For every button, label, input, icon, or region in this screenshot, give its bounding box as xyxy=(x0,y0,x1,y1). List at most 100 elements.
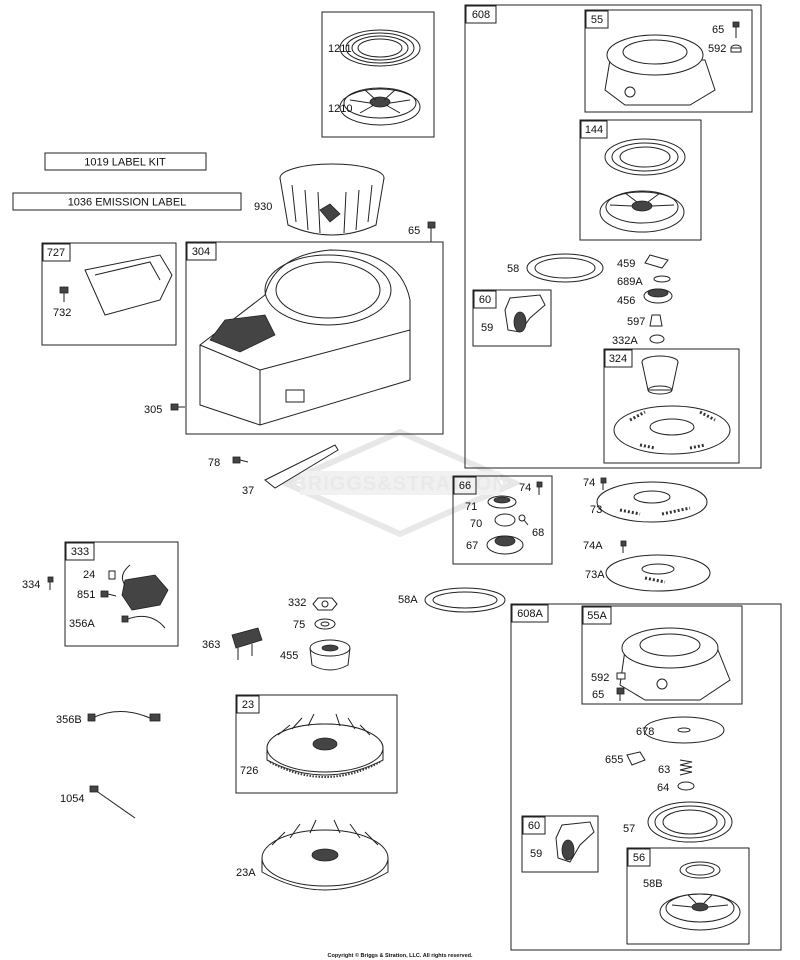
screw-74-part xyxy=(600,477,607,490)
label-592-top: 592 xyxy=(708,43,726,55)
box-727[interactable]: 727 732 xyxy=(41,242,177,346)
label-592-lower: 592 xyxy=(591,672,609,684)
box-304[interactable]: 304 65 xyxy=(185,221,444,435)
screw-74a-part xyxy=(620,540,627,553)
screw-74-66-part xyxy=(536,481,543,495)
label-73a: 73A xyxy=(585,569,605,581)
screen-73a-part xyxy=(605,554,711,592)
label-37: 37 xyxy=(242,485,254,497)
label-305: 305 xyxy=(144,404,162,416)
screw-305-part xyxy=(170,403,185,411)
emission-label-text: 1036 EMISSION LABEL xyxy=(68,197,187,209)
box-23[interactable]: 23 726 xyxy=(235,694,398,794)
box-56[interactable]: 56 58B xyxy=(626,847,750,945)
label-732: 732 xyxy=(53,307,71,319)
rewind-spring-box[interactable]: 1211 1210 xyxy=(321,11,435,138)
screen-324-part xyxy=(613,405,731,455)
label-597: 597 xyxy=(627,316,645,328)
screw-334-part xyxy=(47,576,54,590)
pulley-144-part xyxy=(599,190,685,233)
spring-58-part xyxy=(526,253,604,283)
label-851: 851 xyxy=(77,589,95,601)
starter-cup-67-part xyxy=(486,535,524,555)
box-label-55a: 55A xyxy=(587,610,607,622)
box-66[interactable]: 66 74 71 70 68 67 xyxy=(452,475,553,565)
label-65-housing: 65 xyxy=(408,225,420,237)
pawl-655-part xyxy=(626,751,646,766)
label-74-cup: 74 xyxy=(519,482,531,494)
box-608[interactable]: 608 xyxy=(464,4,762,469)
label-63: 63 xyxy=(658,764,670,776)
retainer-689a-part xyxy=(653,275,671,283)
spring-70-part xyxy=(494,513,516,527)
screw-732-part xyxy=(59,286,69,302)
spring-57-part xyxy=(647,801,733,843)
clip-24-part xyxy=(108,570,116,580)
label-332: 332 xyxy=(288,597,306,609)
screw-65a-part xyxy=(616,687,625,701)
label-23a: 23A xyxy=(236,867,256,879)
box-60-lower[interactable]: 60 59 xyxy=(521,815,599,873)
label-59-lower: 59 xyxy=(530,848,542,860)
wire-356b-part xyxy=(87,711,161,722)
pulley-1210-part xyxy=(339,87,421,126)
box-label-56: 56 xyxy=(633,852,645,864)
handle-59-part xyxy=(504,294,546,333)
label-655: 655 xyxy=(605,754,623,766)
label-58a: 58A xyxy=(398,594,418,606)
emission-label-box[interactable]: 1036 EMISSION LABEL xyxy=(12,192,242,211)
box-55a[interactable]: 55A 592 65 xyxy=(581,605,743,705)
plate-678-part xyxy=(643,716,725,744)
washer-75-part xyxy=(314,618,336,630)
label-726: 726 xyxy=(240,765,258,777)
screw-851-part xyxy=(100,590,117,598)
label-334: 334 xyxy=(22,579,40,591)
label-363: 363 xyxy=(202,639,220,651)
screw-78-part xyxy=(232,456,249,464)
box-333[interactable]: 333 24 851 356A xyxy=(64,541,179,647)
label-58b: 58B xyxy=(643,878,663,890)
label-65-top: 65 xyxy=(712,24,724,36)
cup-71-part xyxy=(487,495,517,509)
cup-455-part xyxy=(309,639,351,671)
cup-456-part xyxy=(643,288,673,304)
label-67: 67 xyxy=(466,540,478,552)
label-332a: 332A xyxy=(612,335,638,347)
copyright-text: Copyright © Briggs & Stratton, LLC. All … xyxy=(327,952,473,959)
flywheel-23a-part xyxy=(261,819,389,891)
pulley-56-part xyxy=(659,893,741,931)
ratchet-68-part xyxy=(518,514,529,526)
label-78: 78 xyxy=(208,457,220,469)
box-608a[interactable]: 608A xyxy=(510,603,782,951)
nut-332-part xyxy=(312,597,338,611)
washer-64-part xyxy=(677,781,695,791)
label-kit-text: 1019 LABEL KIT xyxy=(84,157,166,169)
blower-housing-55a-part xyxy=(619,627,731,701)
label-75: 75 xyxy=(293,619,305,631)
rotating-screen-930-part xyxy=(279,163,385,236)
label-kit-box[interactable]: 1019 LABEL KIT xyxy=(44,152,207,171)
blower-housing-55-part xyxy=(604,34,716,106)
nut-592-part xyxy=(730,44,742,53)
label-65-lower: 65 xyxy=(592,689,604,701)
label-74: 74 xyxy=(583,477,595,489)
label-59-top: 59 xyxy=(481,322,493,334)
box-324[interactable]: 324 xyxy=(603,348,740,464)
label-70: 70 xyxy=(470,518,482,530)
label-356b: 356B xyxy=(56,714,82,726)
box-label-60: 60 xyxy=(479,294,491,306)
screw-65-part xyxy=(732,21,740,38)
spring-63-part xyxy=(679,759,693,776)
box-55[interactable]: 55 65 592 xyxy=(584,9,753,113)
label-71: 71 xyxy=(465,501,477,513)
screw-65-housing-part xyxy=(427,221,436,242)
box-label-23: 23 xyxy=(242,699,254,711)
label-24: 24 xyxy=(83,569,95,581)
box-144[interactable]: 144 xyxy=(579,119,702,241)
box-label-55: 55 xyxy=(591,14,603,26)
box-60[interactable]: 60 59 xyxy=(472,289,552,347)
box-label-333: 333 xyxy=(71,546,89,558)
guard-727-part xyxy=(84,254,173,316)
label-678: 678 xyxy=(636,726,654,738)
